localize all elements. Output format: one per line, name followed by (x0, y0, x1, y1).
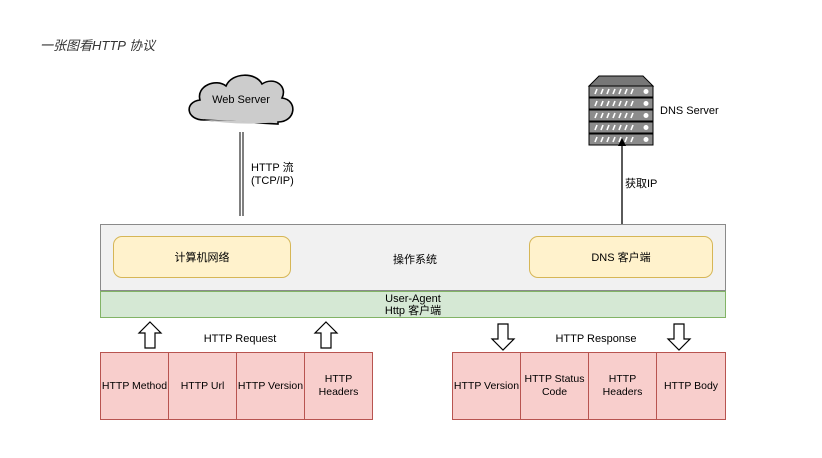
get-ip-label: 获取IP (625, 178, 658, 190)
diagram-title: 一张图看HTTP 协议 (40, 38, 156, 53)
http-stream-line2: (TCP/IP) (251, 175, 294, 187)
dns-client-box: DNS 客户端 (529, 236, 713, 278)
response-cell-body: HTTP Body (656, 352, 726, 420)
request-cell-headers: HTTP Headers (304, 352, 373, 420)
request-arrow-up-icon (313, 321, 339, 349)
user-agent-line2: Http 客户端 (384, 304, 442, 317)
user-agent-box: User-Agent Http 客户端 (100, 291, 726, 318)
response-arrow-down-icon (490, 323, 516, 351)
cloud-icon (188, 74, 294, 125)
http-stream-line1: HTTP 流 (251, 162, 294, 174)
request-cell-method: HTTP Method (100, 352, 169, 420)
request-arrow-up-icon (137, 321, 163, 349)
response-cell-status-code: HTTP Status Code (520, 352, 589, 420)
http-response-label: HTTP Response (555, 333, 637, 345)
network-box: 计算机网络 (113, 236, 291, 278)
request-cell-url: HTTP Url (168, 352, 237, 420)
web-server-label: Web Server (212, 94, 270, 106)
http-stream-connector (239, 132, 244, 216)
os-label: 操作系统 (393, 254, 437, 266)
user-agent-line1: User-Agent (385, 292, 441, 305)
server-rack-icon (587, 75, 655, 146)
response-arrow-down-icon (666, 323, 692, 351)
request-cell-version: HTTP Version (236, 352, 305, 420)
http-stream-label: HTTP 流 (TCP/IP) (251, 162, 294, 188)
dns-server-label: DNS Server (660, 105, 719, 117)
response-cell-version: HTTP Version (452, 352, 521, 420)
response-cell-headers: HTTP Headers (588, 352, 657, 420)
http-request-label: HTTP Request (203, 333, 277, 345)
